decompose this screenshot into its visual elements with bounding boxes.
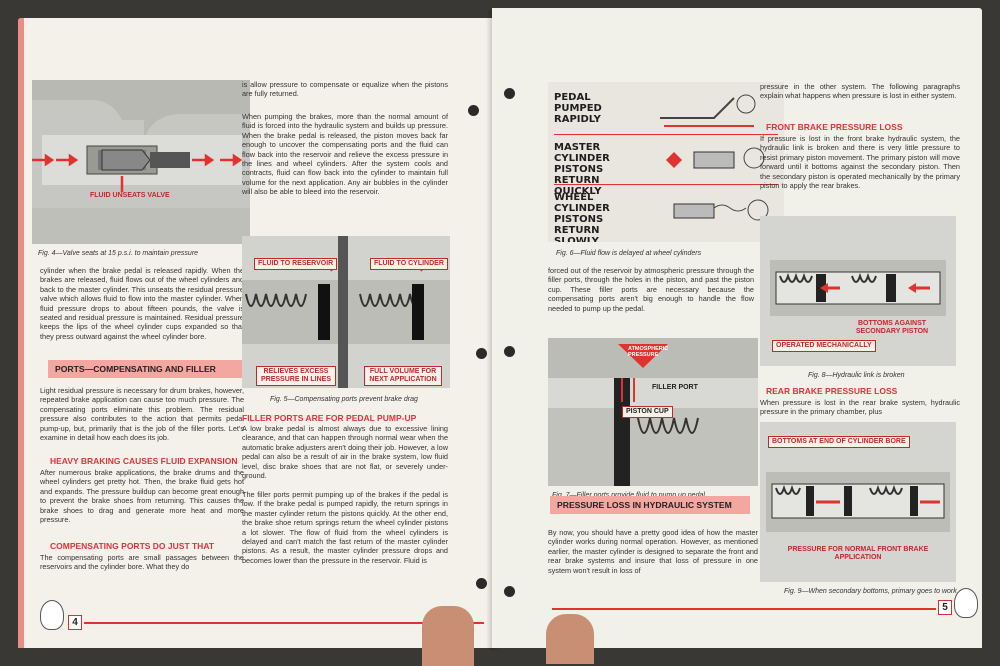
finger-left xyxy=(422,606,474,666)
fig5-label-relieves: RELIEVES EXCESS PRESSURE IN LINES xyxy=(256,366,336,386)
page-number-left: 4 xyxy=(68,615,82,630)
fig9-caption: Fig. 9—When secondary bottoms, primary g… xyxy=(784,588,957,595)
heading-front-brake-loss: FRONT BRAKE PRESSURE LOSS xyxy=(766,122,903,132)
right-col2-para1: pressure in the other system. The follow… xyxy=(760,82,960,101)
fig4-label: FLUID UNSEATS VALVE xyxy=(90,192,170,199)
fig8-caption: Fig. 8—Hydraulic link is broken xyxy=(808,372,905,379)
figure-4: FLUID UNSEATS VALVE xyxy=(32,80,250,244)
right-col2-para3: When pressure is lost in the rear brake … xyxy=(760,398,960,417)
fig7-label-atmospheric: ATMOSPHERIC PRESSURE xyxy=(628,346,669,358)
compensating-ports-illustration xyxy=(242,236,450,388)
left-col2-para2: When pumping the brakes, more than the n… xyxy=(242,112,448,197)
section-bar-pressure-loss: PRESSURE LOSS IN HYDRAULIC SYSTEM xyxy=(550,496,750,514)
heading-filler-ports: FILLER PORTS ARE FOR PEDAL PUMP-UP xyxy=(242,413,417,423)
left-col2-para4: The filler ports permit pumping up of th… xyxy=(242,490,448,565)
figure-8: BOTTOMS AGAINST SECONDARY PISTON OPERATE… xyxy=(760,216,956,366)
binder-hole-left-3 xyxy=(476,578,487,589)
left-col1-para4: The compensating ports are small passage… xyxy=(40,553,244,572)
master-cylinder-cartoon-icon xyxy=(666,147,765,169)
rear-loss-cylinder-illustration xyxy=(766,472,950,532)
mascot-icon-left xyxy=(40,600,64,630)
valve-illustration xyxy=(32,80,250,244)
fig6-row1-label: PEDAL PUMPED RAPIDLY xyxy=(554,92,602,125)
pedal-cartoon-icon xyxy=(660,94,756,127)
filler-port-illustration xyxy=(548,338,758,486)
fig5-label-reservoir: FLUID TO RESERVOIR xyxy=(254,258,338,270)
section-bar-ports: PORTS—COMPENSATING AND FILLER xyxy=(48,360,248,378)
left-col1-para1: cylinder when the brake pedal is release… xyxy=(40,266,244,341)
left-page: FLUID UNSEATS VALVE Fig. 4—Valve seats a… xyxy=(18,18,492,648)
figure-9: BOTTOMS AT END OF CYLINDER BORE PRESSURE… xyxy=(760,422,956,582)
fig9-label-bottoms: BOTTOMS AT END OF CYLINDER BORE xyxy=(768,436,910,448)
fig6-row3-label: WHEEL CYLINDER PISTONS RETURN SLOWLY xyxy=(554,192,610,242)
heading-rear-brake-loss: REAR BRAKE PRESSURE LOSS xyxy=(766,386,898,396)
fig6-row2-label: MASTER CYLINDER PISTONS RETURN QUICKLY xyxy=(554,142,610,197)
binder-hole-right-2 xyxy=(504,346,515,357)
binder-hole-right-1 xyxy=(504,88,515,99)
fig6-row-wheel: WHEEL CYLINDER PISTONS RETURN SLOWLY xyxy=(554,186,778,242)
footer-rule-right xyxy=(552,608,936,610)
fig5-caption: Fig. 5—Compensating ports prevent brake … xyxy=(270,396,418,403)
right-col2-para2: If pressure is lost in the front brake h… xyxy=(760,134,960,191)
heading-compensating-ports: COMPENSATING PORTS DO JUST THAT xyxy=(50,541,215,551)
fig6-row-master: MASTER CYLINDER PISTONS RETURN QUICKLY xyxy=(554,136,778,197)
left-col2-para1: is allow pressure to compensate or equal… xyxy=(242,80,448,99)
fig7-label-piston-cup: PISTON CUP xyxy=(622,406,673,418)
binder-hole-left-1 xyxy=(468,105,479,116)
fig6-row-pedal: PEDAL PUMPED RAPIDLY xyxy=(554,86,778,135)
fig8-label-operated: OPERATED MECHANICALLY xyxy=(772,340,876,352)
fig9-label-pressure: PRESSURE FOR NORMAL FRONT BRAKE APPLICAT… xyxy=(787,546,929,561)
right-col1-para2: By now, you should have a pretty good id… xyxy=(548,528,758,575)
figure-5: FLUID TO RESERVOIR FLUID TO CYLINDER REL… xyxy=(242,236,450,388)
heading-heavy-braking: HEAVY BRAKING CAUSES FLUID EXPANSION xyxy=(50,456,238,466)
fig4-caption: Fig. 4—Valve seats at 15 p.s.i. to maint… xyxy=(38,250,199,257)
page-edge-stripe xyxy=(18,18,24,648)
left-col1-para2: Light residual pressure is necessary for… xyxy=(40,386,244,443)
fig8-label-bottoms: BOTTOMS AGAINST SECONDARY PISTON xyxy=(855,320,929,335)
figure-7: ATMOSPHERIC PRESSURE FILLER PORT PISTON … xyxy=(548,338,758,486)
finger-right xyxy=(546,614,594,664)
fig5-label-cylinder: FLUID TO CYLINDER xyxy=(370,258,448,270)
left-col2-para3: A low brake pedal is almost always due t… xyxy=(242,424,448,481)
fig7-label-filler-port: FILLER PORT xyxy=(652,384,698,391)
fig6-caption: Fig. 6—Fluid flow is delayed at wheel cy… xyxy=(556,250,702,257)
front-loss-cylinder-illustration xyxy=(770,260,946,316)
left-col1-para3: After numerous brake applications, the b… xyxy=(40,468,244,525)
binder-hole-right-3 xyxy=(504,586,515,597)
fig7-caption: Fig. 7—Filler ports provide fluid to pum… xyxy=(552,492,705,499)
right-page: PEDAL PUMPED RAPIDLY MASTER CYLINDER PIS… xyxy=(492,8,982,648)
mascot-icon-right xyxy=(954,588,978,618)
page-number-right: 5 xyxy=(938,600,952,615)
figure-6: PEDAL PUMPED RAPIDLY MASTER CYLINDER PIS… xyxy=(548,82,784,242)
fig5-label-full-volume: FULL VOLUME FOR NEXT APPLICATION xyxy=(364,366,442,386)
right-col1-para1: forced out of the reservoir by atmospher… xyxy=(548,266,754,313)
footer-rule-left xyxy=(84,622,484,624)
wheel-cylinder-cartoon-icon xyxy=(673,199,769,221)
binder-hole-left-2 xyxy=(476,348,487,359)
